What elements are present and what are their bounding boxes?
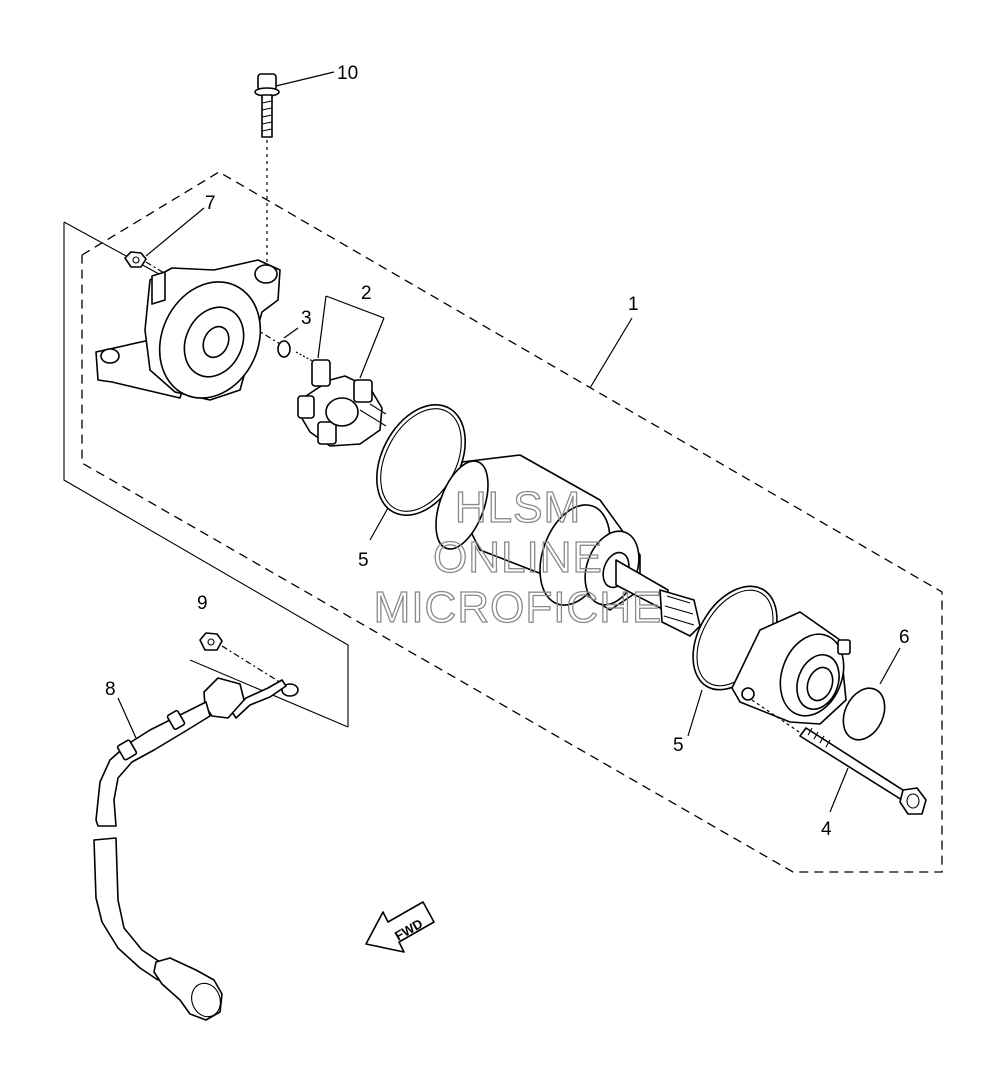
callout-2: 2 [361,283,372,304]
bolt-10 [254,73,280,268]
o-ring-5-left [376,403,466,517]
fwd-arrow-icon: FWD [365,901,435,953]
callout-8: 8 [105,679,116,700]
starter-cable-8 [93,677,299,1021]
watermark: HLSM ONLINE MICROFICHE [373,482,663,632]
watermark-line-1: HLSM [455,483,581,532]
front-cover-bracket [95,259,281,401]
callout-4: 4 [821,819,832,840]
callout-leaders [117,71,901,813]
o-ring-6 [842,687,886,741]
callout-7: 7 [205,193,216,214]
brush-holder-2 [295,351,387,447]
callout-9: 9 [197,593,208,614]
callout-5-left: 5 [358,550,369,571]
callout-labels: 10 7 2 3 1 5 9 8 6 5 4 [105,63,910,840]
starter-yoke [435,454,701,637]
callout-1: 1 [628,294,639,315]
o-ring-3 [277,340,291,358]
bolt-4 [751,699,927,815]
callout-6: 6 [899,627,910,648]
callout-10: 10 [337,63,358,84]
watermark-line-3: MICROFICHE [374,583,663,632]
starter-assembly-dashed-boundary [81,171,943,873]
callout-5-right: 5 [673,735,684,756]
callout-3: 3 [301,308,312,329]
nut-9 [199,632,287,687]
rear-cover [731,611,851,725]
watermark-line-2: ONLINE [433,533,603,582]
